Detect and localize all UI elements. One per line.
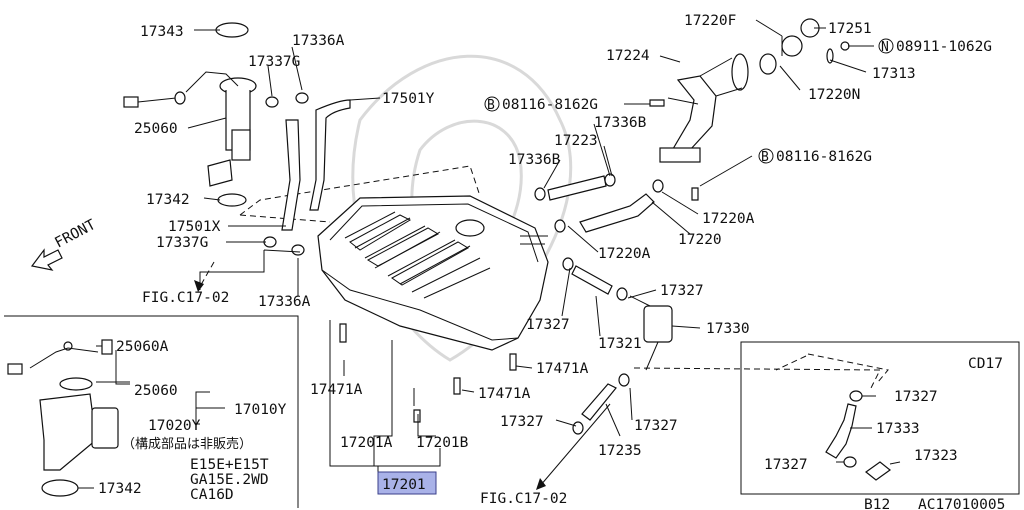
label-17251[interactable]: 17251 xyxy=(828,21,872,37)
fig-ref-arrow-bottom xyxy=(536,367,881,490)
front-arrow xyxy=(30,248,63,271)
label-17223[interactable]: 17223 xyxy=(554,133,598,149)
label-17220n[interactable]: 17220N xyxy=(808,87,860,103)
label-17343[interactable]: 17343 xyxy=(140,24,184,40)
note-not-sold: （構成部品は非販売） xyxy=(122,436,252,452)
label-17336a-top[interactable]: 17336A xyxy=(292,33,345,49)
fig-ref-left[interactable]: FIG.C17-02 xyxy=(142,290,229,306)
label-17336b-a[interactable]: 17336B xyxy=(594,115,647,131)
fuel-line-and-filter[interactable] xyxy=(562,257,673,435)
b-marker-top xyxy=(484,96,500,112)
label-cd17-17327-b[interactable]: 17327 xyxy=(764,457,808,473)
hose-clips-right xyxy=(534,173,664,233)
label-17201b[interactable]: 17201B xyxy=(416,435,469,451)
label-17336a-bot[interactable]: 17336A xyxy=(258,294,311,310)
label-cd17-17327-a[interactable]: 17327 xyxy=(894,389,938,405)
label-17471a-right[interactable]: 17471A xyxy=(536,361,589,377)
engine-list-1: E15E+E15T xyxy=(190,457,269,473)
label-17220[interactable]: 17220 xyxy=(678,232,722,248)
highlight-17201 xyxy=(377,471,437,495)
label-17327-c[interactable]: 17327 xyxy=(500,414,544,430)
n-marker-letter: N xyxy=(881,40,889,55)
part-labels: 17343 17336A 17337G 17501Y 25060 17342 1… xyxy=(52,13,1005,510)
inset-cd17-box xyxy=(740,341,1020,495)
fig-ref-arrow-left xyxy=(194,261,215,292)
label-cd17: CD17 xyxy=(968,356,1003,372)
n-marker xyxy=(878,38,894,54)
inset-pump-box xyxy=(4,315,299,508)
fuel-tank[interactable] xyxy=(317,195,549,351)
label-17501x[interactable]: 17501X xyxy=(168,219,221,235)
label-17321[interactable]: 17321 xyxy=(598,336,642,352)
fuel-pump-assembly[interactable] xyxy=(123,22,257,207)
label-17330[interactable]: 17330 xyxy=(706,321,750,337)
label-17327-d[interactable]: 17327 xyxy=(634,418,678,434)
label-cd17-17323[interactable]: 17323 xyxy=(914,448,958,464)
label-17501y[interactable]: 17501Y xyxy=(382,91,435,107)
label-17220a-mid[interactable]: 17220A xyxy=(598,246,651,262)
engine-list-2: GA15E.2WD xyxy=(190,472,269,488)
filler-neck[interactable] xyxy=(659,53,749,163)
label-17471a-left[interactable]: 17471A xyxy=(310,382,363,398)
fig-ref-bottom[interactable]: FIG.C17-02 xyxy=(480,491,567,507)
label-17201[interactable]: 17201 xyxy=(382,477,426,493)
b-marker-top-letter: B xyxy=(487,98,495,113)
label-17337g-bot[interactable]: 17337G xyxy=(156,235,208,251)
label-17327-a[interactable]: 17327 xyxy=(660,283,704,299)
b-marker-right xyxy=(758,148,774,164)
label-cd17-17333[interactable]: 17333 xyxy=(876,421,920,437)
label-25060-top[interactable]: 25060 xyxy=(134,121,178,137)
label-17336b-b[interactable]: 17336B xyxy=(508,152,561,168)
label-17313[interactable]: 17313 xyxy=(872,66,916,82)
label-17020y[interactable]: 17020Y xyxy=(148,418,201,434)
label-17327-b[interactable]: 17327 xyxy=(526,317,570,333)
engine-list-3: CA16D xyxy=(190,487,234,503)
label-17201a[interactable]: 17201A xyxy=(340,435,393,451)
b-marker-right-letter: B xyxy=(761,150,769,165)
label-25060-inset[interactable]: 25060 xyxy=(134,383,178,399)
filler-cap-parts xyxy=(759,18,850,75)
label-08116-8162g-right[interactable]: 08116-8162G xyxy=(776,149,872,165)
label-17235[interactable]: 17235 xyxy=(598,443,642,459)
label-08911-1062g[interactable]: 08911-1062G xyxy=(896,39,992,55)
front-label: FRONT xyxy=(52,217,98,252)
label-17342-inset[interactable]: 17342 xyxy=(98,481,142,497)
label-08116-8162g-top[interactable]: 08116-8162G xyxy=(502,97,598,113)
hose-clips-upper-left xyxy=(263,92,309,256)
label-17010y[interactable]: 17010Y xyxy=(234,402,287,418)
filler-hoses[interactable] xyxy=(281,99,351,231)
label-17337g-top[interactable]: 17337G xyxy=(248,54,300,70)
label-17220f[interactable]: 17220F xyxy=(684,13,736,29)
label-17220a-right[interactable]: 17220A xyxy=(702,211,755,227)
label-17224[interactable]: 17224 xyxy=(606,48,650,64)
label-17342-top[interactable]: 17342 xyxy=(146,192,190,208)
label-17471a-mid[interactable]: 17471A xyxy=(478,386,531,402)
footer-code: AC17010005 xyxy=(918,497,1005,510)
breather-hoses[interactable] xyxy=(547,175,655,233)
bolts xyxy=(339,99,699,423)
footer-page: B12 xyxy=(864,497,890,510)
label-25060a[interactable]: 25060A xyxy=(116,339,169,355)
